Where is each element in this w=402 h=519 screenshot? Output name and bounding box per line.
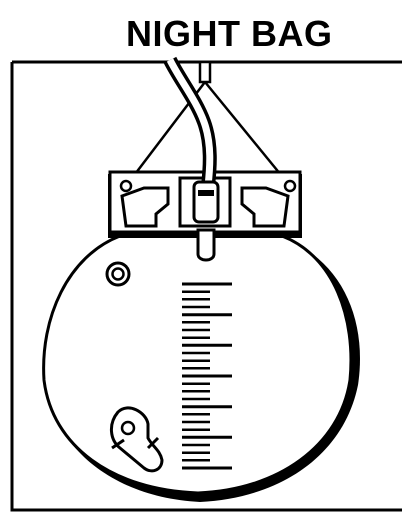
right-bracket-slot (240, 186, 290, 228)
right-hanger-hole (283, 179, 297, 193)
drain-valve-icon (110, 406, 164, 473)
left-hanger-hole (119, 179, 133, 193)
drainage-tube-icon (163, 56, 220, 262)
volume-scale (182, 282, 232, 470)
figure-title: NIGHT BAG (126, 13, 333, 54)
sample-port-icon (105, 261, 131, 287)
left-bracket-slot (120, 186, 170, 228)
hanger-icon (198, 60, 212, 84)
